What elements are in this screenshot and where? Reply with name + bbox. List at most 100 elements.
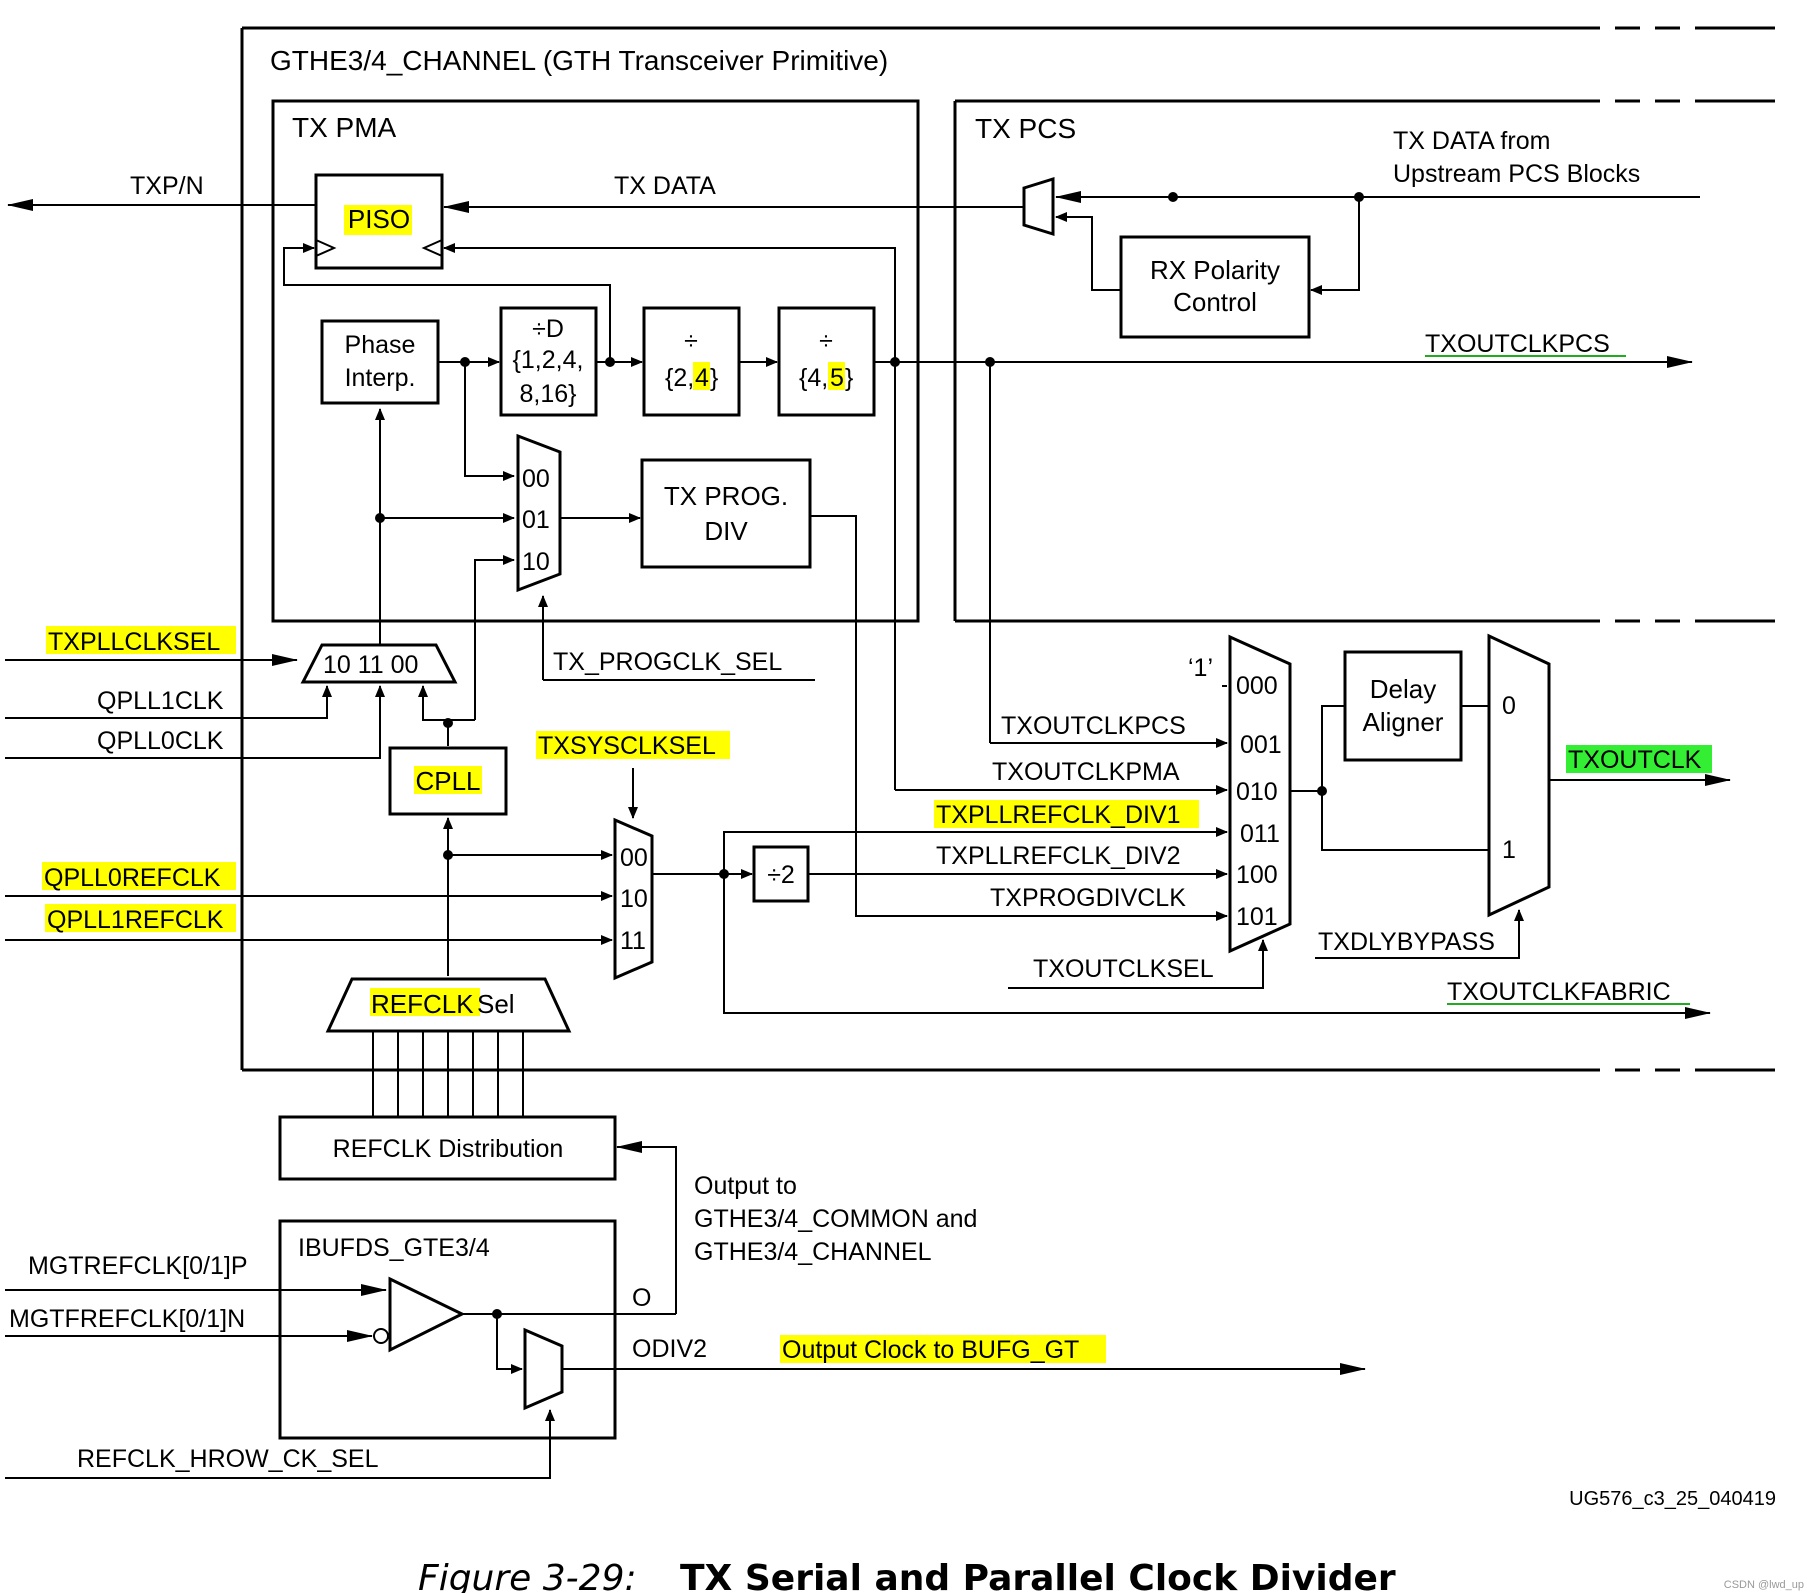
doc-id: UG576_c3_25_040419 — [1569, 1488, 1776, 1510]
div-4-5-c: } — [845, 364, 853, 392]
piso-clock-left-icon — [315, 239, 337, 257]
tx-pcs-label: TX PCS — [975, 113, 1076, 144]
div-4-5-b: 5 — [830, 364, 844, 392]
tx-data-from-label-1: TX DATA from — [1393, 127, 1550, 155]
delay-aligner-block — [1343, 650, 1463, 762]
refclk-distribution-label: REFCLK Distribution — [333, 1135, 564, 1163]
phase-interp-label-2: Interp. — [345, 364, 416, 392]
div-by-2-label: ÷2 — [767, 861, 795, 889]
pma-mux-wires — [380, 513, 815, 720]
ibufds-buffer-icon — [388, 1276, 466, 1353]
pll-mux-label: 10 11 00 — [323, 651, 418, 679]
txpllclksel-label: TXPLLCLKSEL — [48, 628, 220, 656]
in-txoutclkpcs-label: TXOUTCLKPCS — [1001, 712, 1186, 740]
txoutclksel-wire — [1008, 939, 1268, 989]
port-odiv2-label: ODIV2 — [632, 1335, 707, 1363]
sysclk-mux-11: 11 — [620, 927, 646, 955]
figure-number: Figure 3-29: — [418, 1558, 637, 1593]
channel-title: GTHE3/4_CHANNEL (GTH Transceiver Primiti… — [270, 45, 888, 76]
tx-data-label: TX DATA — [614, 172, 716, 200]
txpn-label: TXP/N — [130, 172, 204, 200]
txsysclksel-highlight — [536, 731, 730, 759]
tx-pcs-box — [953, 99, 1775, 623]
qpll0clk-label: QPLL0CLK — [97, 727, 224, 755]
mgtrefclk-n-label: MGTFREFCLK[0/1]N — [9, 1305, 245, 1333]
tx-prog-div-label-2: DIV — [704, 516, 748, 546]
sel-001: 001 — [1240, 731, 1282, 759]
in-txpllrefclk-div1-highlight — [934, 800, 1199, 828]
txoutclk-label: TXOUTCLK — [1568, 746, 1702, 774]
sysclk-mux-00: 00 — [620, 844, 648, 872]
sel-011: 011 — [1240, 820, 1280, 848]
qpll1refclk-highlight — [45, 904, 236, 932]
pcs-mux — [1022, 176, 1055, 237]
div-d-block — [499, 306, 598, 417]
cpll-label: CPLL — [415, 766, 480, 796]
div-2-4-sym: ÷ — [684, 327, 698, 355]
output-to-label-3: GTHE3/4_CHANNEL — [694, 1238, 932, 1266]
mux-01-label: 01 — [522, 506, 550, 534]
prog-clk-mux — [516, 433, 562, 593]
div-by-2-block — [752, 845, 810, 903]
in-txprogdivclk-label: TXPROGDIVCLK — [990, 884, 1186, 912]
watermark: CSDN @lwd_up — [1724, 1579, 1804, 1591]
piso-highlight — [344, 205, 412, 235]
txoutclkfabric-label: TXOUTCLKFABRIC — [1447, 978, 1671, 1006]
junction-dot-pcs — [1354, 192, 1364, 202]
mux-10-label: 10 — [522, 548, 550, 576]
in-txoutclkpma-label: TXOUTCLKPMA — [992, 758, 1180, 786]
tx-pma-label: TX PMA — [292, 112, 397, 143]
txoutclk-out-mux — [1487, 633, 1551, 918]
pcs-wires — [1055, 191, 1700, 295]
output-bufg-highlight — [780, 1335, 1106, 1363]
txpllclksel-highlight — [46, 626, 236, 654]
refclk-sel-label-b: Sel — [477, 989, 515, 1019]
tx-data-from-label-2: Upstream PCS Blocks — [1393, 160, 1640, 188]
one-const-label: ‘1’ — [1188, 654, 1213, 682]
refclk-wires — [5, 827, 1711, 1019]
txsysclksel-label: TXSYSCLKSEL — [538, 732, 716, 760]
txoutclk-highlight — [1566, 745, 1712, 773]
refclk-hrow-label: REFCLK_HROW_CK_SEL — [77, 1445, 379, 1473]
qpll1clk-label: QPLL1CLK — [97, 687, 224, 715]
div-2-4-highlight — [693, 362, 710, 390]
piso-label: PISO — [348, 204, 410, 234]
sysclk-mux-10: 10 — [620, 885, 648, 913]
sysclk-mux — [613, 817, 654, 981]
refclk-distribution-block — [278, 1115, 617, 1181]
sel-010: 010 — [1236, 778, 1278, 806]
rx-polarity-label-1: RX Polarity — [1150, 255, 1280, 285]
in-txpllrefclk-div1-label: TXPLLREFCLK_DIV1 — [936, 801, 1181, 829]
in-txpllrefclk-div2-label: TXPLLREFCLK_DIV2 — [936, 842, 1181, 870]
pll-wires — [5, 408, 475, 759]
refclk-bus — [372, 1031, 524, 1117]
ibufds-block — [278, 1219, 617, 1440]
sel-000: 000 — [1236, 672, 1278, 700]
div-4-5-block — [777, 306, 876, 417]
refclk-sel-highlight — [370, 988, 480, 1016]
delay-aligner-label-2: Aligner — [1363, 707, 1444, 737]
div-d-label-3: 8,16} — [519, 380, 576, 408]
out-mux-0: 0 — [1502, 692, 1516, 720]
div-2-4-a: {2, — [665, 364, 694, 392]
cpll-highlight — [414, 766, 482, 794]
port-o-label: O — [632, 1284, 651, 1312]
div-4-5-sym: ÷ — [819, 327, 833, 355]
tx-prog-div-label-1: TX PROG. — [664, 481, 788, 511]
txdlybypass-label: TXDLYBYPASS — [1318, 928, 1495, 956]
div-d-label-2: {1,2,4, — [513, 346, 584, 374]
output-bufg-label: Output Clock to BUFG_GT — [782, 1336, 1079, 1364]
figure-title: TX Serial and Parallel Clock Divider — [680, 1558, 1396, 1593]
div-4-5-highlight — [828, 362, 845, 390]
qpll1refclk-label: QPLL1REFCLK — [47, 906, 224, 934]
odiv2-mux — [523, 1327, 564, 1411]
txoutclk-sel-mux — [1228, 634, 1292, 954]
div-2-4-c: } — [710, 364, 718, 392]
phase-interp-block — [320, 319, 440, 405]
sel-100: 100 — [1236, 861, 1278, 889]
ibufds-invert-bubble-icon — [373, 1328, 389, 1344]
txoutclksel-label: TXOUTCLKSEL — [1033, 955, 1214, 983]
qpll0refclk-label: QPLL0REFCLK — [44, 864, 221, 892]
ibufds-label: IBUFDS_GTE3/4 — [298, 1234, 490, 1262]
